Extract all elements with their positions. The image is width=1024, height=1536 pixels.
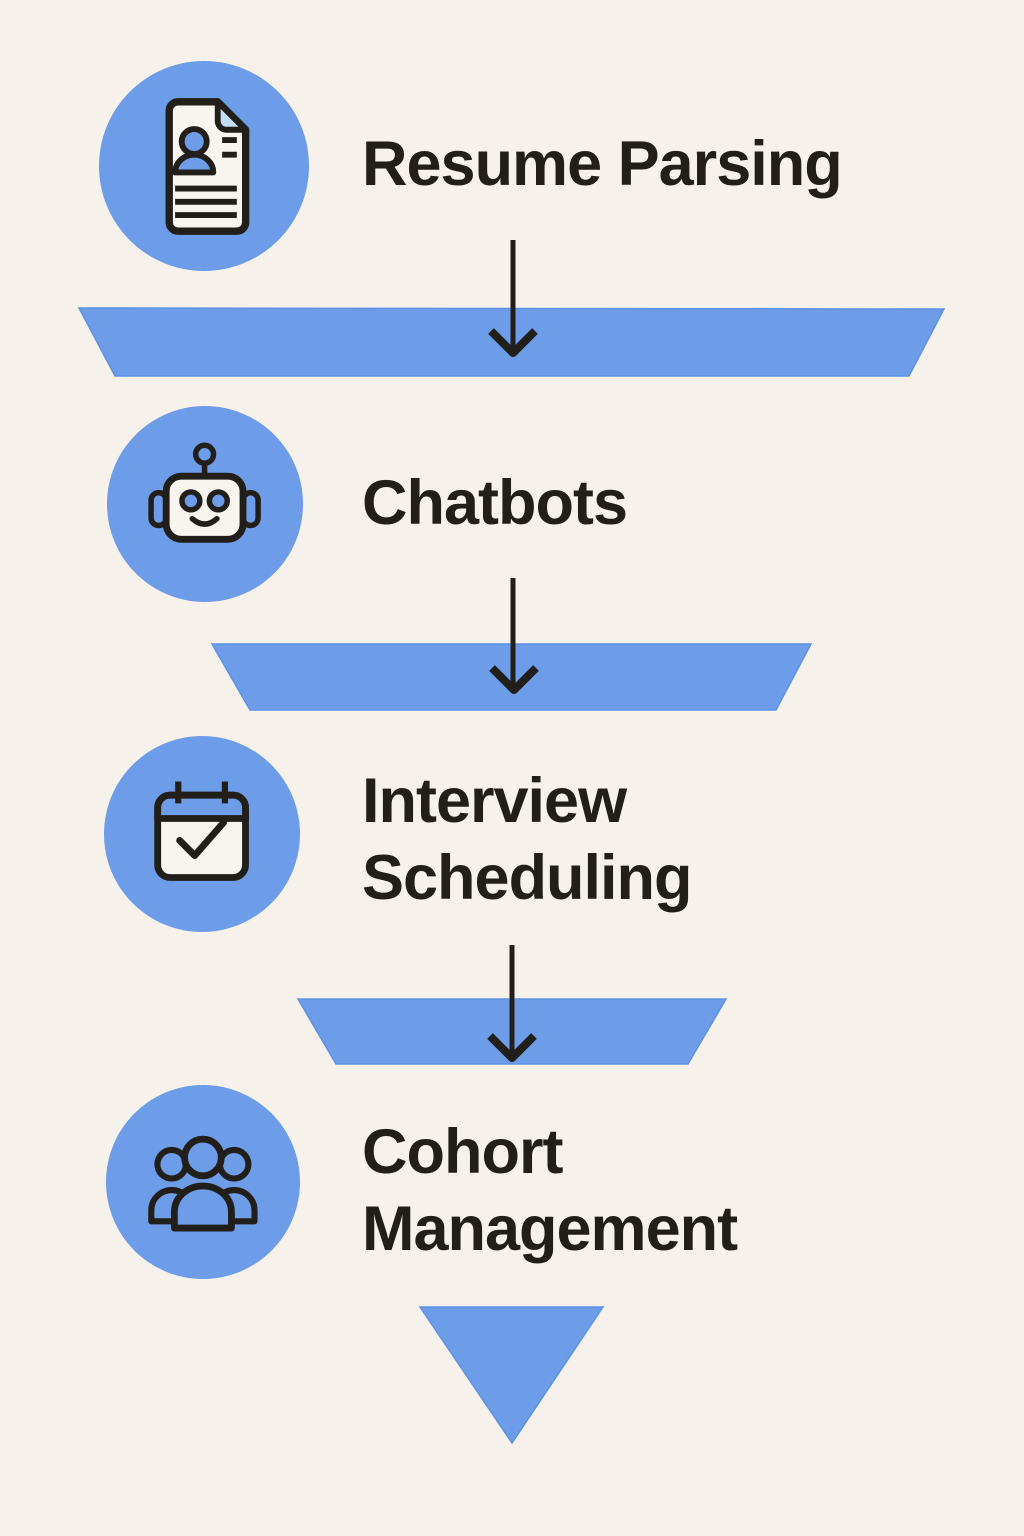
stage-icon-badge [99,61,309,271]
robot-icon [148,442,262,544]
down-arrow-1 [488,240,538,357]
stage-icon-badge [106,1085,300,1279]
funnel-apex-triangle [418,1306,605,1445]
people-group-icon [148,1135,258,1232]
down-arrow-2 [489,578,539,694]
stage-label: Chatbots [362,468,628,538]
calendar-check-icon [154,781,250,882]
stage-icon-badge [107,406,303,602]
stage-label: Interview Scheduling [362,766,693,913]
stage-icon-badge [104,736,300,932]
down-arrow-3 [487,945,537,1062]
resume-document-icon [165,97,249,235]
stage-label: Cohort Management [362,1117,738,1264]
stage-label: Resume Parsing [362,129,843,199]
